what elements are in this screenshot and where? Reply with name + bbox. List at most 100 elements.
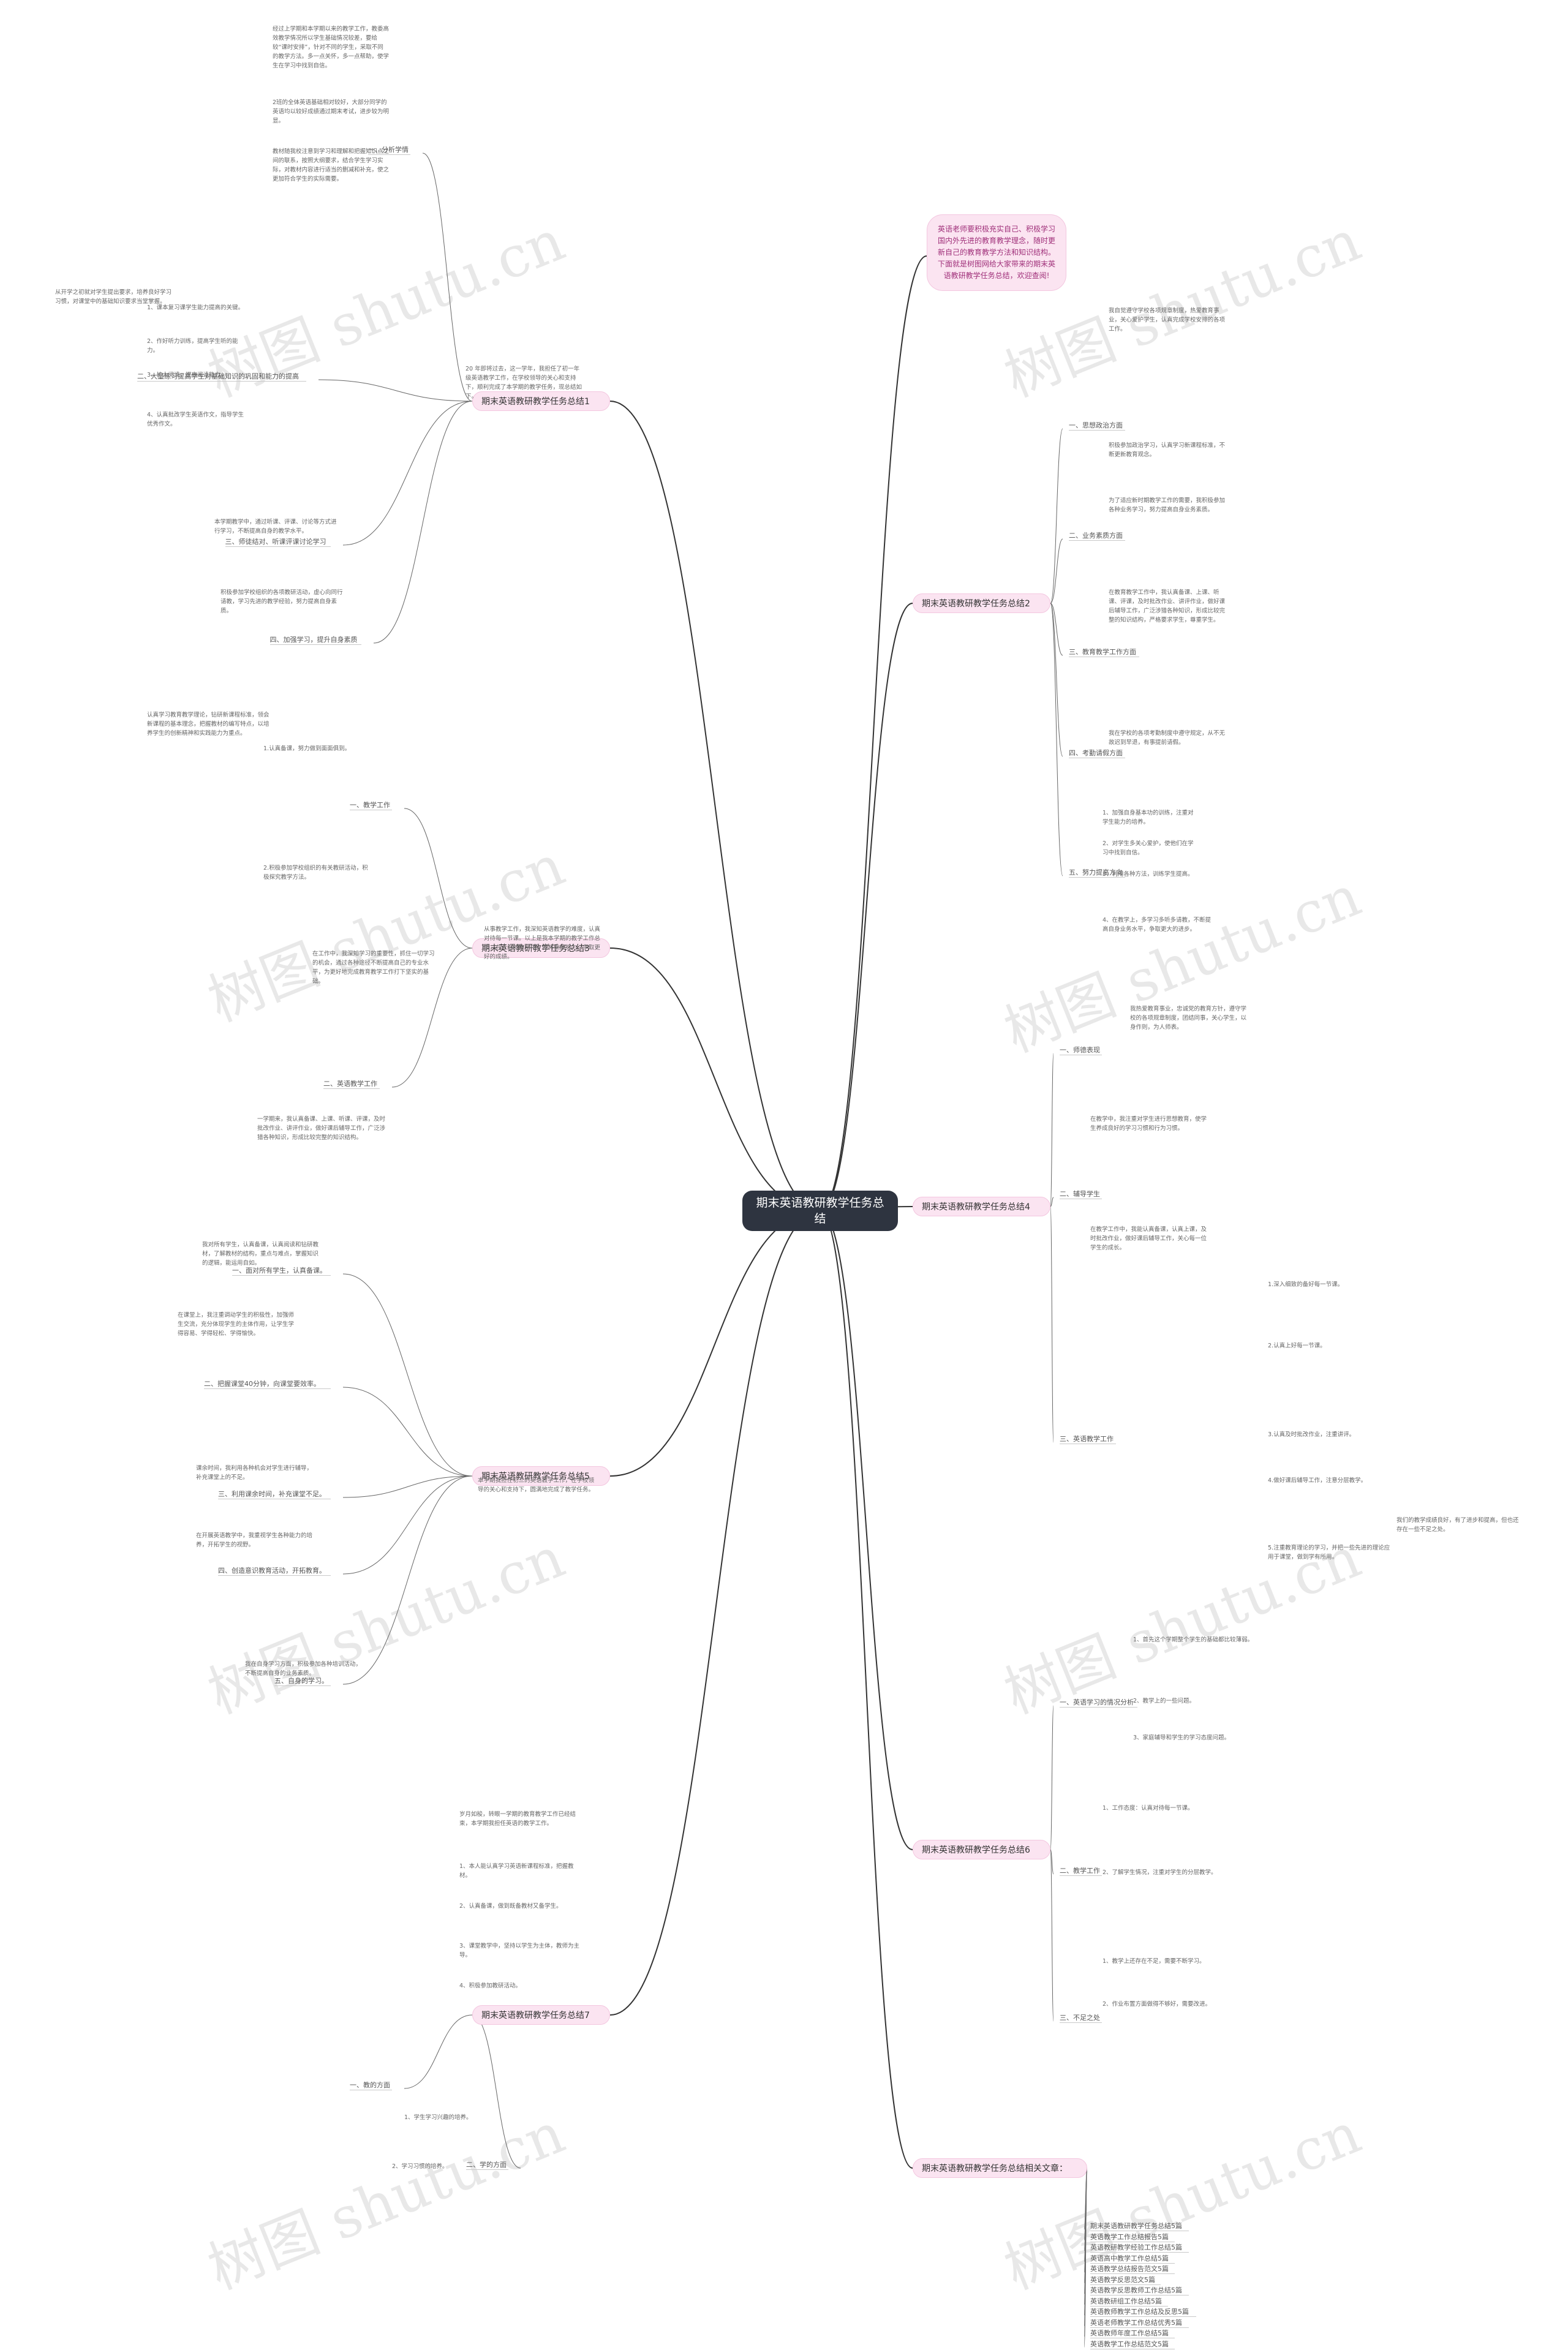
sub-underline <box>1090 2327 1189 2328</box>
sub-underline <box>1069 540 1125 541</box>
sub-underline <box>1090 2252 1189 2253</box>
sub-topic: 三、不足之处 <box>1060 2014 1100 2022</box>
sub-topic: 五、努力提高方向 <box>1069 868 1123 876</box>
sub-topic: 英语教师教学工作总结及反思5篇 <box>1090 2308 1189 2316</box>
leaf-text: 2、作好听力训练，提高学生听的能力。 <box>147 338 238 354</box>
sub-topic: 一、师德表现 <box>1060 1046 1100 1054</box>
leaf-text: 1、教学上还存在不足，需要不断学习。 <box>1102 1958 1205 1965</box>
sub-topic: 二、业务素质方面 <box>1069 532 1123 540</box>
sub-underline <box>270 644 361 645</box>
sub-underline <box>1060 1707 1137 1708</box>
sub-topic: 英语教研组工作总结5篇 <box>1090 2297 1162 2305</box>
leaf-text: 在开展英语教学中，我重视学生各种能力的培养，开拓学生的视野。 <box>196 1532 312 1548</box>
leaf-text: 4、在教学上，多学习多听多请教，不断提高自身业务水平，争取更大的进步。 <box>1102 917 1212 933</box>
sub-underline <box>137 381 306 382</box>
sub-topic: 二、辅导学生 <box>1060 1190 1100 1198</box>
sub-underline <box>1060 2022 1102 2023</box>
leaf-text: 1、学生学习兴趣的培养。 <box>404 2114 472 2121</box>
sub-topic: 英语教学反思教师工作总结5篇 <box>1090 2286 1182 2294</box>
sub-topic: 期末英语教研教学任务总结5篇 <box>1090 2222 1182 2230</box>
leaf-text: 我们的教学成绩良好，有了进步和提高，但也还存在一些不足之处。 <box>1396 1517 1519 1533</box>
sub-underline <box>1090 2316 1196 2317</box>
sub-topic: 二、把握课堂40分钟，向课堂要效率。 <box>204 1380 320 1388</box>
sub-underline <box>368 154 410 155</box>
leaf-text: 2、作业布置方面做得不够好，需要改进。 <box>1102 2001 1212 2008</box>
sub-underline <box>232 1275 331 1276</box>
leaf-text: 2、对学生多关心爱护，使他们在学习中找到自信。 <box>1102 840 1194 856</box>
sub-topic: 四、加强学习，提升自身素质 <box>270 636 358 644</box>
sub-topic: 一、思想政治方面 <box>1069 421 1123 429</box>
leaf-text: 本学期教学中，通过听课、评课、讨论等方式进行学习，不断提高自身的教学水平。 <box>214 519 337 535</box>
leaf-text: 3、课堂教学中，坚持以学生为主体，教师为主导。 <box>459 1943 580 1959</box>
sub-topic: 三、教育教学工作方面 <box>1069 648 1136 656</box>
leaf-text: 4、积极参加教研活动。 <box>459 1983 522 1989</box>
sub-topic: 三、英语教学工作 <box>1060 1435 1114 1443</box>
sub-topic: 一、分析学情 <box>368 146 409 154</box>
leaf-text: 在工作中，我深知学习的重要性，抓住一切学习的机会，通过各种途径不断提高自己的专业… <box>312 951 435 985</box>
leaf-text: 3、利用各种方法，训练学生提高。 <box>1102 871 1194 878</box>
leaf-text: 在教育教学工作中，我认真备课、上课、听课、评课，及时批改作业、讲评作业，做好课后… <box>1109 589 1225 623</box>
leaf-text: 我在学校的各项考勤制度中遵守规定，从不无故迟到早退，有事提前请假。 <box>1109 730 1225 746</box>
leaf-text: 1、首先这个学期整个学生的基础都比较薄弱。 <box>1133 1636 1254 1643</box>
leaf-text: 1、加强自身基本功的训练，注重对学生能力的培养。 <box>1102 810 1194 826</box>
leaf-text: 4、认真批改学生英语作文，指导学生优秀作文。 <box>147 412 244 427</box>
sub-underline <box>1090 2262 1175 2264</box>
leaf-text: 认真学习教育教学理论，钻研新课程标准，领会新课程的基本理念，把握教材的编写特点，… <box>147 712 270 737</box>
branch-topic-4[interactable]: 期末英语教研教学任务总结4 <box>913 1197 1050 1216</box>
leaf-text: 1.深入细致的备好每一节课。 <box>1268 1281 1344 1288</box>
leaf-text: 2班的全体英语基础相对较好，大部分同学的英语均以较好成绩通过期末考试，进步较为明… <box>273 99 389 124</box>
sub-topic: 三、师徒结对、听课评课讨论学习 <box>225 538 326 546</box>
leaf-text: 经过上学期和本学期以来的教学工作，教委高效教学情况所以学生基础情况较差，要给较“… <box>273 26 389 69</box>
branch-topic-1[interactable]: 期末英语教研教学任务总结1 <box>472 391 610 411</box>
sub-topic: 英语教学工作总结范文5篇 <box>1090 2340 1169 2348</box>
sub-topic: 一、教学工作 <box>350 801 390 809</box>
leaf-text: 2.积极参加学校组织的有关教研活动，积极探究教学方法。 <box>263 865 368 881</box>
leaf-text: 我热爱教育事业，忠诚党的教育方针，遵守学校的各项规章制度，团结同事，关心学生，以… <box>1130 1006 1246 1031</box>
sub-topic: 三、利用课余时间，补充课堂不足。 <box>218 1490 326 1498</box>
leaf-text: 从事教学工作，我深知英语教学的难度，认真对待每一节课。以上是我本学期的教学工作总… <box>484 926 601 960</box>
leaf-text: 1、本人能认真学习英语新课程标准，把握教材。 <box>459 1863 574 1879</box>
leaf-text: 从开学之初就对学生提出要求，培养良好学习习惯，对课堂中的基础知识要求当堂掌握。 <box>55 289 172 305</box>
sub-underline <box>1090 2284 1161 2285</box>
leaf-text: 2、了解学生情况，注重对学生的分层教学。 <box>1102 1869 1217 1876</box>
leaf-text: 2、教学上的一些问题。 <box>1133 1698 1196 1704</box>
sub-topic: 二、大量练习提高学生对基础知识的巩固和能力的提高 <box>137 372 299 380</box>
leaf-text: 3、扩大阅读，提高阅读能力。 <box>147 372 227 378</box>
leaf-text: 1、课本复习课学生能力提高的关键。 <box>147 304 244 311</box>
leaf-text: 3、家庭辅导和学生的学习态度问题。 <box>1133 1734 1231 1741</box>
leaf-text: 我在自身学习方面，积极参加各种培训活动，不断提高自身的业务素质。 <box>245 1661 361 1677</box>
leaf-text: 教材随我校注意到学习和理解和把握知识点之间的联系，按照大纲要求，结合学生学习实际… <box>273 148 389 183</box>
leaf-text: 20 年即将过去，这一学年，我担任了初一年级英语教学工作，在学校领导的关心和支持… <box>466 366 582 400</box>
sub-topic: 一、英语学习的情况分析 <box>1060 1698 1134 1706</box>
leaf-text: 积极参加学校组织的各项教研活动，虚心向同行请教，学习先进的教学经验，努力提高自身… <box>221 589 343 614</box>
sub-topic: 英语教学总结报告范文5篇 <box>1090 2265 1169 2273</box>
sub-topic: 英语教学工作总结报告5篇 <box>1090 2232 1169 2241</box>
sub-underline <box>274 1685 331 1686</box>
sub-underline <box>323 1088 380 1089</box>
leaf-text: 我自觉遵守学校各项规章制度，热爱教育事业，关心爱护学生，认真完成学校安排的各项工… <box>1109 307 1225 333</box>
intro-node[interactable]: 英语老师要积极充实自己、积极学习国内外先进的教育教学理念，随时更新自己的教育教学… <box>927 214 1066 291</box>
leaf-text: 1.认真备课，努力做到面面俱到。 <box>263 745 351 752</box>
leaf-text: 我对所有学生，认真备课，认真阅读和钻研教材，了解教材的结构，重点与难点，掌握知识… <box>202 1241 318 1267</box>
sub-topic: 四、创造意识教育活动，开拓教育。 <box>218 1567 326 1575</box>
leaf-text: 一学期来，我认真备课、上课、听课、评课，及时批改作业、讲评作业，做好课后辅导工作… <box>257 1116 386 1141</box>
branch-topic-5[interactable]: 期末英语教研教学任务总结5 <box>472 1466 610 1486</box>
leaf-text: 在教学工作中，我能认真备课，认真上课，及时批改作业，做好课后辅导工作，关心每一位… <box>1090 1226 1207 1251</box>
leaf-text: 2.认真上好每一节课。 <box>1268 1343 1326 1349</box>
sub-topic: 英语老师教学工作总结优秀5篇 <box>1090 2318 1182 2327</box>
sub-topic: 英语教学反思范文5篇 <box>1090 2275 1155 2284</box>
branch-topic-3[interactable]: 期末英语教研教学任务总结3 <box>472 938 610 958</box>
leaf-text: 5.注重教育理论的学习，并把一些先进的理论应用于课堂，做到学有所用。 <box>1268 1545 1390 1561</box>
branch-topic-7[interactable]: 期末英语教研教学任务总结7 <box>472 2005 610 2025</box>
sub-underline <box>1069 877 1125 878</box>
sub-underline <box>225 546 331 547</box>
central-topic[interactable]: 期末英语教研教学任务总结 <box>742 1191 898 1231</box>
branch-topic-8[interactable]: 期末英语教研教学任务总结相关文章： <box>913 2158 1087 2178</box>
sub-topic: 英语高中教学工作总结5篇 <box>1090 2254 1169 2262</box>
leaf-text: 2、认真备课，做到既备教材又备学生。 <box>459 1903 562 1910</box>
branch-topic-2[interactable]: 期末英语教研教学任务总结2 <box>913 593 1050 613</box>
branch-topic-6[interactable]: 期末英语教研教学任务总结6 <box>913 1840 1050 1859</box>
leaf-text: 1、工作态度：认真对待每一节课。 <box>1102 1805 1194 1812</box>
